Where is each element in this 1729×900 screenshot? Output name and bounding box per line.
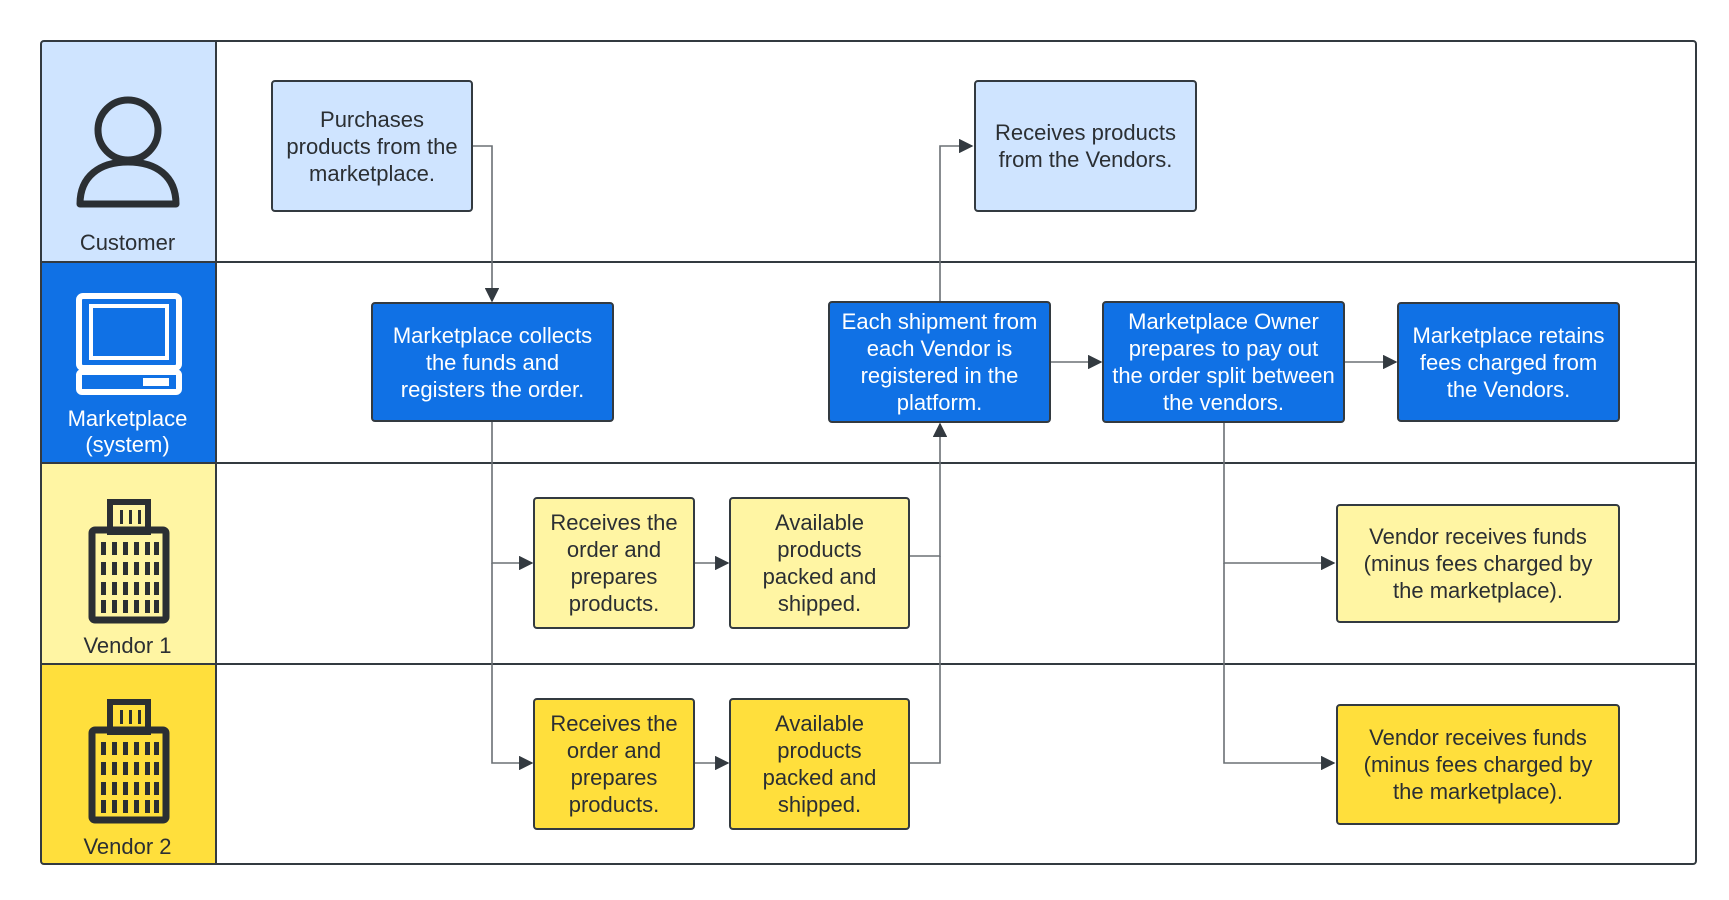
node-v2-receives-funds[interactable]: Vendor receives funds (minus fees charge… xyxy=(1336,704,1620,825)
lane-label-vendor-2: Vendor 2 xyxy=(83,834,172,859)
node-owner-pays-out[interactable]: Marketplace Owner prepares to pay out th… xyxy=(1102,301,1345,423)
lane-divider xyxy=(40,663,1697,665)
lane-label-vendor-1: Vendor 1 xyxy=(83,633,172,658)
node-purchases-products[interactable]: Purchases products from the marketplace. xyxy=(271,80,473,212)
lane-header-vendor-1: Vendor 1 xyxy=(40,463,217,664)
computer-icon xyxy=(75,292,183,401)
node-retains-fees[interactable]: Marketplace retains fees charged from th… xyxy=(1397,302,1620,422)
connector-purchase-to-collect xyxy=(472,145,500,303)
node-v1-receives-order[interactable]: Receives the order and prepares products… xyxy=(533,497,695,629)
node-v1-receives-funds[interactable]: Vendor receives funds (minus fees charge… xyxy=(1336,504,1620,623)
connector-collect-to-v1 xyxy=(491,422,534,571)
lane-label-marketplace: Marketplace (system) xyxy=(67,406,188,457)
connector-v2-packed-to-shipment xyxy=(910,556,941,764)
connector-owner-to-v2-funds xyxy=(1223,563,1336,771)
connector-v1-packed-to-shipment xyxy=(910,422,948,557)
lane-divider xyxy=(40,462,1697,464)
node-v2-receives-order[interactable]: Receives the order and prepares products… xyxy=(533,698,695,830)
connector-shipment-to-customer xyxy=(939,138,974,302)
building-icon xyxy=(88,698,170,829)
node-v2-packed-shipped[interactable]: Available products packed and shipped. xyxy=(729,698,910,830)
lane-header-vendor-2: Vendor 2 xyxy=(40,664,217,865)
lane-header-marketplace: Marketplace (system) xyxy=(40,262,217,463)
lane-divider xyxy=(40,261,1697,263)
node-shipment-registered[interactable]: Each shipment from each Vendor is regist… xyxy=(828,301,1051,423)
node-receives-products[interactable]: Receives products from the Vendors. xyxy=(974,80,1197,212)
lane-header-customer: Customer xyxy=(40,40,217,262)
diagram-frame xyxy=(40,40,1697,865)
lane-label-customer: Customer xyxy=(79,230,176,255)
node-v1-packed-shipped[interactable]: Available products packed and shipped. xyxy=(729,497,910,629)
person-icon xyxy=(76,96,180,213)
node-collects-funds[interactable]: Marketplace collects the funds and regis… xyxy=(371,302,614,422)
connector-collect-to-v2 xyxy=(491,563,534,771)
connector-owner-to-v1-funds xyxy=(1223,423,1336,571)
building-icon xyxy=(88,498,170,629)
